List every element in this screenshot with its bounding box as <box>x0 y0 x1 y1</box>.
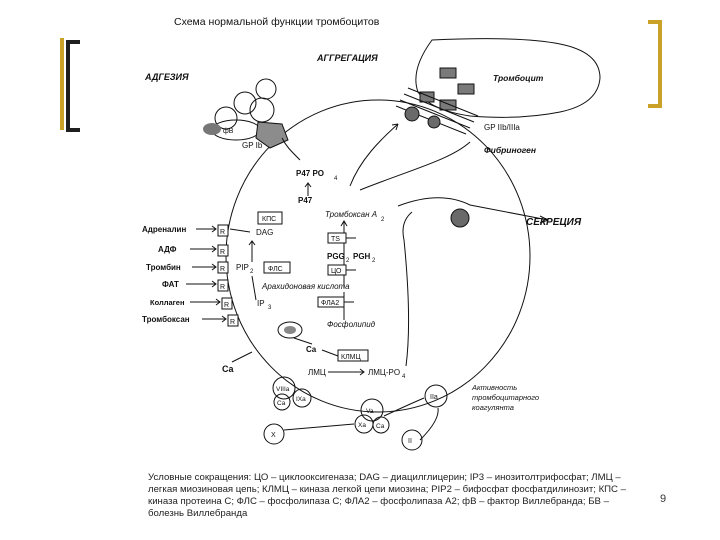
fls-label: ФЛС <box>268 266 283 273</box>
fibrinogen-label: Фибриноген <box>484 145 536 155</box>
dag-label: DAG <box>256 228 273 237</box>
ts-label: TS <box>331 236 340 243</box>
pgg-label: PGG <box>327 252 345 261</box>
agonist-receptors: Адреналин R АДФ R Тромбин R ФАТ R Коллаг… <box>142 224 251 327</box>
platelet-function-diagram: Схема нормальной функции тромбоцитов <box>142 16 601 451</box>
svg-text:X: X <box>271 432 276 439</box>
svg-text:Xa: Xa <box>358 422 366 429</box>
svg-text:IIa: IIa <box>430 394 438 401</box>
agonist-label-0: Адреналин <box>142 225 186 234</box>
kpc-box <box>257 211 283 225</box>
ip3-label: IP <box>257 299 265 308</box>
receptor-label-5: R <box>230 319 235 326</box>
fls-box <box>263 261 291 274</box>
agonist-label-4: Коллаген <box>150 298 185 307</box>
receptor-label-4: R <box>224 302 229 309</box>
svg-text:Ca: Ca <box>277 400 286 407</box>
receptor-3 <box>217 279 229 292</box>
factor-viiia <box>272 376 296 400</box>
klmc-box <box>337 349 369 362</box>
fla2-label: ФЛА2 <box>321 300 339 307</box>
svg-text:Ca: Ca <box>376 423 385 430</box>
activity-line-0: Активность <box>471 383 517 392</box>
co-label: ЦО <box>331 268 342 275</box>
factor-iia <box>424 384 448 408</box>
receptor-2 <box>217 261 229 274</box>
lmc-label: ЛМЦ <box>308 368 326 377</box>
ip3-subscript: 3 <box>268 305 272 311</box>
phospholipid-label: Фосфолипид <box>327 320 376 329</box>
svg-text:VIIIa: VIIIa <box>276 386 290 393</box>
left-bracket <box>60 38 80 132</box>
adhesion-platelets <box>203 78 289 149</box>
p47po4-label: P47 PO <box>296 169 324 178</box>
ts-box <box>327 232 347 244</box>
secretion-label: СЕКРЕЦИЯ <box>526 217 582 228</box>
receptor-5 <box>227 314 239 327</box>
agonist-label-1: АДФ <box>158 245 177 254</box>
thromboxane-label: Тромбоксан A <box>325 210 377 219</box>
adhesion-label: АДГЕЗИЯ <box>144 72 189 82</box>
receptor-label-3: R <box>220 284 225 291</box>
right-bracket <box>648 20 662 108</box>
pip2-subscript: 2 <box>250 269 254 275</box>
kpc-label: КПС <box>262 216 276 223</box>
arachidonic-label: Арахидоновая кислота <box>261 282 350 291</box>
agonist-label-2: Тромбин <box>146 263 181 272</box>
factor-ca1 <box>273 393 291 411</box>
page-number: 9 <box>660 493 667 505</box>
p47-label: P47 <box>298 196 313 205</box>
factor-x <box>263 423 285 445</box>
p47po4-subscript: 4 <box>334 176 338 182</box>
svg-text:Va: Va <box>366 408 374 415</box>
lmc-po4-subscript: 4 <box>402 374 406 380</box>
pgg-subscript: 2 <box>346 258 350 264</box>
aggregating-platelet <box>395 38 601 135</box>
thromboxane-subscript: 2 <box>381 217 385 223</box>
fla2-box <box>317 296 345 308</box>
pgh-subscript: 2 <box>372 258 376 264</box>
receptor-0 <box>217 224 229 237</box>
abbreviations-caption: Условные сокращения: ЦО – циклооксигеназ… <box>148 472 626 519</box>
agonist-label-3: ФАТ <box>162 280 179 289</box>
receptor-4 <box>221 297 233 310</box>
svg-text:IXa: IXa <box>296 396 306 403</box>
gp-iib-iiia-label: GP IIb/IIIa <box>484 123 520 132</box>
fvb-label: фВ <box>223 128 234 135</box>
svg-text:II: II <box>408 438 412 445</box>
receptor-label-2: R <box>220 266 225 273</box>
factor-ixa <box>292 388 312 408</box>
coagulation-factors: VIIIa Ca IXa Va Xa Ca X IIa II <box>263 376 448 451</box>
diagram-title: Схема нормальной функции тромбоцитов <box>174 16 380 28</box>
pip2-label: PIP <box>236 263 249 272</box>
agonist-label-5: Тромбоксан <box>142 315 190 324</box>
aggregation-label: АГГРЕГАЦИЯ <box>316 53 378 63</box>
receptor-label-0: R <box>220 229 225 236</box>
activity-line-2: коагулянта <box>472 403 514 412</box>
ca-external-label: Ca <box>222 364 234 374</box>
platelet-label: Тромбоцит <box>493 73 544 83</box>
receptor-label-1: R <box>220 249 225 256</box>
gp-ib-label: GP Ib <box>242 141 263 150</box>
factor-ii <box>401 429 423 451</box>
dense-tubular-store <box>277 321 303 339</box>
factor-ca2 <box>372 416 390 434</box>
activity-line-1: тромбоцитарного <box>472 393 539 402</box>
pgh-label: PGH <box>353 252 371 261</box>
ca-internal-label: Ca <box>306 345 317 354</box>
co-box <box>327 264 347 276</box>
klmc-label: КЛМЦ <box>341 354 362 361</box>
receptor-1 <box>217 244 229 257</box>
secretion-granule <box>450 208 470 228</box>
lmc-po4-label: ЛМЦ-PO <box>368 368 400 377</box>
